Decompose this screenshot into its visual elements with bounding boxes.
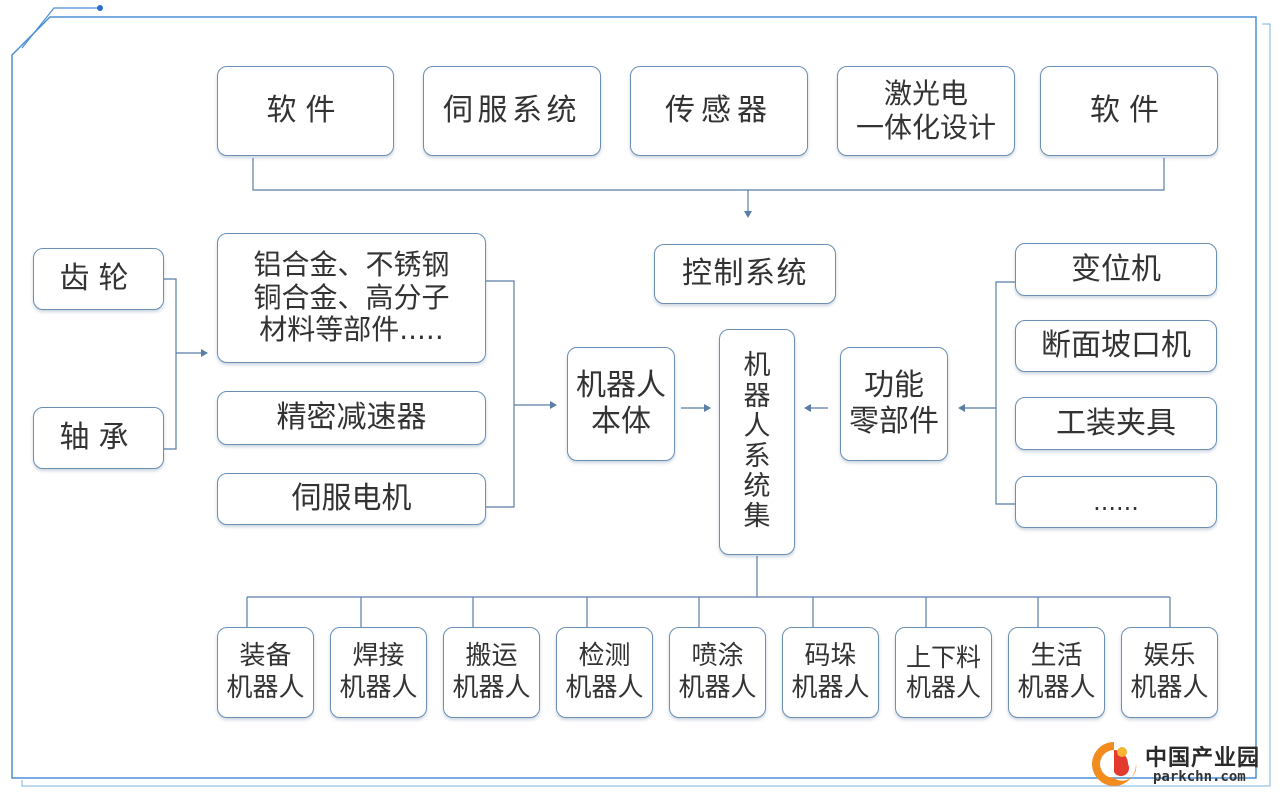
right-item-label: 工装夹具 xyxy=(1056,405,1176,441)
watermark-logo: 中国产业园 parkchn.com xyxy=(1083,736,1273,792)
robot-type-equipment: 装备 机器人 xyxy=(217,627,314,718)
system-integration-label: 机 器 人 系 统 集 xyxy=(743,350,771,533)
reducer-box: 精密减速器 xyxy=(217,391,486,445)
robot-type-entertainment: 娱乐 机器人 xyxy=(1121,627,1218,718)
right-item-label: ...... xyxy=(1093,487,1139,516)
materials-box: 铝合金、不锈钢 铜合金、高分子 材料等部件..... xyxy=(217,233,486,363)
robot-type-welding: 焊接 机器人 xyxy=(330,627,427,718)
robot-type-label: 搬运 机器人 xyxy=(452,641,531,703)
robot-type-palletizing: 码垛 机器人 xyxy=(782,627,879,718)
top-box-label: 软件 xyxy=(1090,93,1168,128)
top-box-software-1: 软件 xyxy=(217,66,394,156)
logo-chinese-text: 中国产业园 xyxy=(1145,746,1261,771)
beveling-machine-box: 断面坡口机 xyxy=(1015,320,1217,372)
top-box-laser-design: 激光电 一体化设计 xyxy=(837,66,1015,156)
top-box-software-2: 软件 xyxy=(1040,66,1218,156)
more-items-box: ...... xyxy=(1015,476,1217,528)
functional-parts-box: 功能 零部件 xyxy=(840,347,948,461)
functional-parts-label: 功能 零部件 xyxy=(849,368,939,439)
servo-motor-label: 伺服电机 xyxy=(291,481,412,516)
robot-type-handling: 搬运 机器人 xyxy=(443,627,540,718)
robot-type-label: 上下料 机器人 xyxy=(905,642,981,702)
robot-type-label: 码垛 机器人 xyxy=(791,641,870,703)
servo-motor-box: 伺服电机 xyxy=(217,473,486,525)
robot-type-inspection: 检测 机器人 xyxy=(556,627,653,718)
robot-type-label: 娱乐 机器人 xyxy=(1130,641,1209,703)
top-box-label: 激光电 一体化设计 xyxy=(855,77,996,144)
positioner-box: 变位机 xyxy=(1015,243,1217,296)
robot-type-loading: 上下料 机器人 xyxy=(895,627,992,718)
robot-body-box: 机器人 本体 xyxy=(567,347,675,461)
logo-url-text: parkchn.com xyxy=(1153,769,1246,785)
fixture-box: 工装夹具 xyxy=(1015,397,1217,450)
gear-box: 齿轮 xyxy=(33,248,164,310)
top-box-servo-system: 伺服系统 xyxy=(423,66,601,156)
logo-swirl-icon xyxy=(1092,742,1137,786)
robot-type-label: 焊接 机器人 xyxy=(339,641,418,703)
right-item-label: 变位机 xyxy=(1071,251,1161,287)
robot-type-daily-life: 生活 机器人 xyxy=(1008,627,1105,718)
right-item-label: 断面坡口机 xyxy=(1041,328,1191,363)
top-box-label: 传感器 xyxy=(665,93,773,128)
gear-label: 齿轮 xyxy=(59,261,138,296)
system-integration-box: 机 器 人 系 统 集 xyxy=(719,329,795,555)
bearing-label: 轴承 xyxy=(59,420,138,455)
robot-type-spraying: 喷涂 机器人 xyxy=(669,627,766,718)
reducer-label: 精密减速器 xyxy=(276,400,427,435)
top-box-sensor: 传感器 xyxy=(630,66,808,156)
robot-type-label: 检测 机器人 xyxy=(565,641,644,703)
robot-type-label: 喷涂 机器人 xyxy=(678,641,757,703)
top-box-label: 软件 xyxy=(266,93,345,128)
robot-type-label: 装备 机器人 xyxy=(226,641,305,703)
robot-type-label: 生活 机器人 xyxy=(1017,641,1096,703)
materials-label: 铝合金、不锈钢 铜合金、高分子 材料等部件..... xyxy=(253,247,450,347)
robot-body-label: 机器人 本体 xyxy=(576,368,666,439)
top-box-label: 伺服系统 xyxy=(443,93,581,128)
bearing-box: 轴承 xyxy=(33,407,164,469)
control-system-box: 控制系统 xyxy=(654,244,836,304)
control-system-label: 控制系统 xyxy=(682,256,808,291)
